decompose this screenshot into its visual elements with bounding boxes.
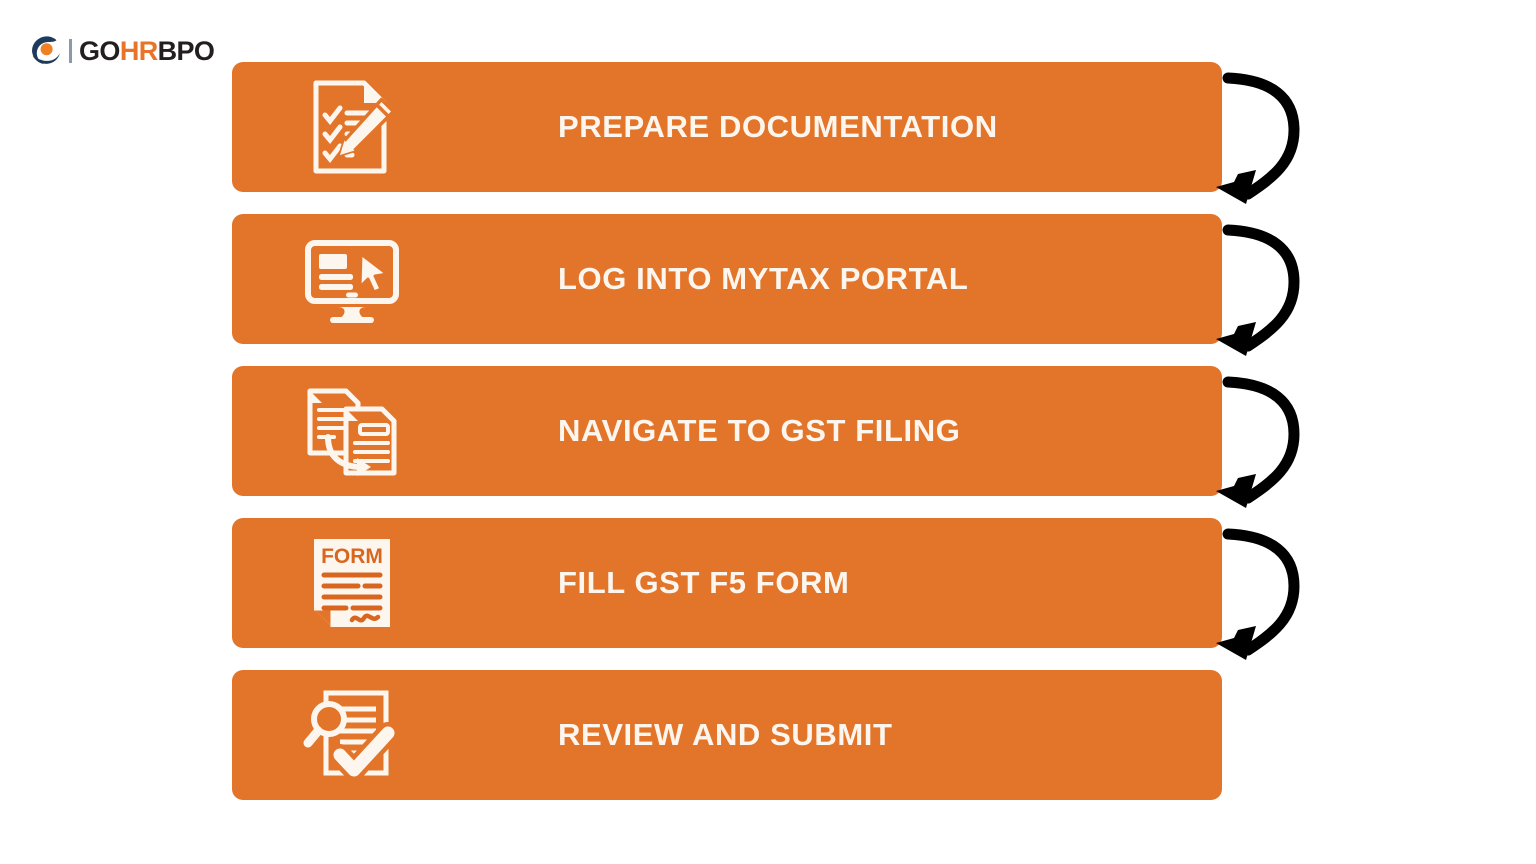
step-row[interactable]: NAVIGATE TO GST FILING: [232, 366, 1222, 496]
connector-arrow: [1216, 382, 1294, 508]
swoosh-circle-icon: [28, 34, 62, 68]
step-label: FILL GST F5 FORM: [558, 564, 850, 600]
desktop-monitor-cursor-icon: [300, 227, 404, 331]
step-row[interactable]: LOG INTO MYTAX PORTAL: [232, 214, 1222, 344]
connector-arrow: [1216, 78, 1294, 204]
step-label: PREPARE DOCUMENTATION: [558, 108, 998, 144]
brand-name: GOHRBPO: [79, 35, 215, 66]
step-row[interactable]: FORM FILL GST F5 FORM: [232, 518, 1222, 648]
connector-arrow: [1216, 230, 1294, 356]
checklist-document-pencil-icon: [300, 75, 404, 179]
form-document-signature-icon: FORM: [300, 531, 404, 635]
brand-name-bpo: BPO: [157, 35, 215, 66]
document-magnifier-checkmark-icon: [300, 683, 404, 787]
step-label: LOG INTO MYTAX PORTAL: [558, 260, 969, 296]
documents-transfer-arrow-icon: [300, 379, 404, 483]
step-row[interactable]: PREPARE DOCUMENTATION: [232, 62, 1222, 192]
connector-arrow: [1216, 534, 1294, 660]
brand-name-go: GO: [79, 35, 120, 66]
logo-divider: [69, 39, 72, 63]
step-row[interactable]: REVIEW AND SUBMIT: [232, 670, 1222, 800]
form-icon-text: FORM: [321, 545, 383, 568]
step-label: REVIEW AND SUBMIT: [558, 716, 893, 752]
process-steps-list: PREPARE DOCUMENTATION LOG INTO M: [232, 62, 1222, 800]
step-label: NAVIGATE TO GST FILING: [558, 412, 961, 448]
brand-logo: GOHRBPO: [28, 34, 215, 68]
brand-name-hr: HR: [119, 35, 158, 66]
